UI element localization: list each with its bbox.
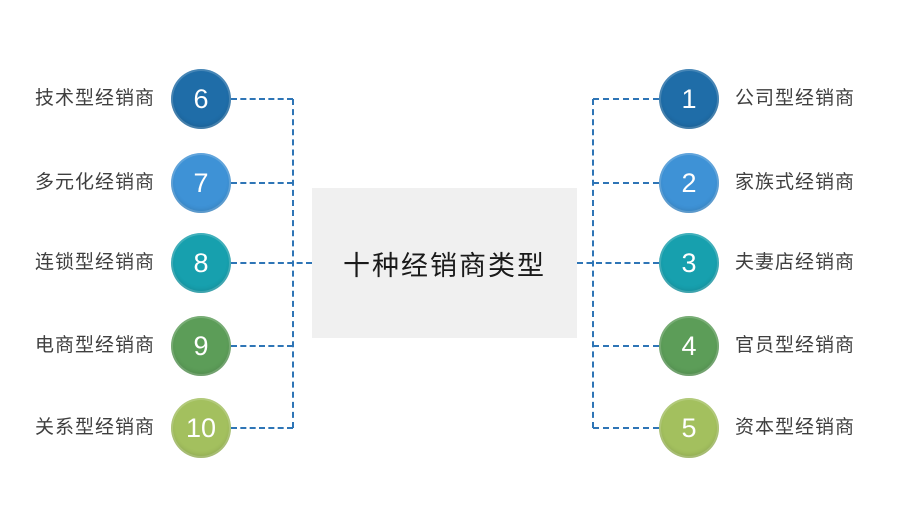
connector-spine-right: [592, 99, 594, 428]
connector-line-right-1: [593, 98, 659, 100]
numbered-circle-3: 3: [659, 233, 719, 293]
circle-number: 7: [193, 167, 209, 198]
connector-line-left-5: [231, 427, 293, 429]
item-label-company: 公司型经销商: [735, 88, 856, 109]
circle-number: 3: [681, 247, 697, 278]
circle-number: 2: [681, 167, 697, 198]
circle-number: 10: [185, 412, 217, 443]
connector-line-left-3: [231, 262, 312, 264]
numbered-circle-8: 8: [171, 233, 231, 293]
item-label-ecommerce: 电商型经销商: [34, 335, 155, 356]
connector-spine-left: [292, 99, 294, 428]
connector-line-left-2: [231, 182, 293, 184]
numbered-circle-9: 9: [171, 316, 231, 376]
item-label-family: 家族式经销商: [735, 172, 856, 193]
item-label-chain: 连锁型经销商: [34, 252, 155, 273]
numbered-circle-1: 1: [659, 69, 719, 129]
connector-line-left-1: [231, 98, 293, 100]
circle-number: 1: [681, 83, 697, 114]
item-label-official: 官员型经销商: [735, 335, 856, 356]
connector-line-left-4: [231, 345, 293, 347]
item-label-relationship: 关系型经销商: [34, 417, 155, 438]
circle-number: 4: [681, 330, 697, 361]
numbered-circle-7: 7: [171, 153, 231, 213]
item-label-capital: 资本型经销商: [735, 417, 856, 438]
center-title-box: 十种经销商类型: [312, 188, 577, 338]
connector-line-right-2: [593, 182, 659, 184]
circle-number: 8: [193, 247, 209, 278]
circle-number: 5: [681, 412, 697, 443]
item-label-diversified: 多元化经销商: [34, 172, 155, 193]
numbered-circle-10: 10: [171, 398, 231, 458]
item-label-technical: 技术型经销商: [34, 88, 155, 109]
connector-line-right-3: [577, 262, 659, 264]
circle-number: 6: [193, 83, 209, 114]
numbered-circle-6: 6: [171, 69, 231, 129]
numbered-circle-5: 5: [659, 398, 719, 458]
connector-line-right-4: [593, 345, 659, 347]
item-label-mompop: 夫妻店经销商: [735, 252, 856, 273]
diagram-title: 十种经销商类型: [343, 250, 546, 281]
numbered-circle-2: 2: [659, 153, 719, 213]
connector-line-right-5: [593, 427, 659, 429]
numbered-circle-4: 4: [659, 316, 719, 376]
circle-number: 9: [193, 330, 209, 361]
